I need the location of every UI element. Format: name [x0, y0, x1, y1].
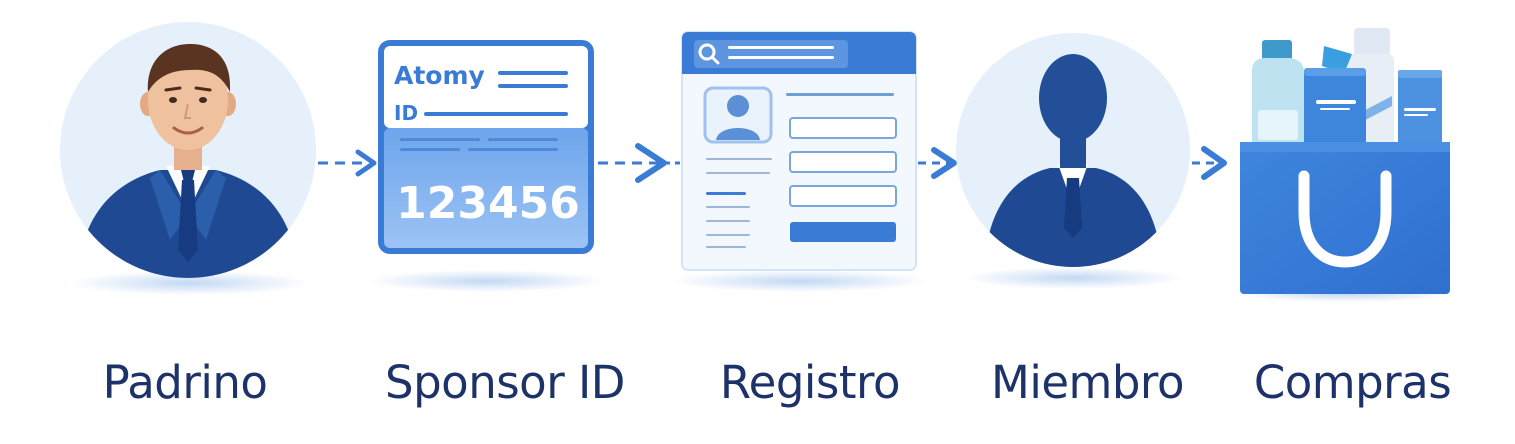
flow-arrow-3: [918, 147, 957, 179]
step-registro: [670, 31, 930, 292]
step-label-registro: Registro: [719, 356, 901, 409]
id-card-shadow: [367, 270, 607, 292]
id-card-brand: Atomy: [394, 61, 485, 90]
bag-handle-icon: [1298, 170, 1392, 268]
step-label-padrino: Padrino: [102, 356, 268, 409]
product-bottle-icon: [1252, 40, 1304, 150]
id-card-number: 123456: [396, 178, 580, 229]
id-card-icon: Atomy ID 123456: [378, 40, 594, 254]
step-padrino: [60, 22, 316, 295]
product-tube-icon: [1304, 46, 1366, 148]
product-box-icon: [1398, 70, 1442, 150]
flow-arrow-4: [1192, 146, 1227, 180]
step-label-compras: Compras: [1253, 356, 1452, 409]
step-sponsor-id: Atomy ID 123456: [367, 40, 607, 292]
step-compras: [1235, 28, 1455, 302]
member-shadow: [963, 267, 1183, 289]
search-icon: [698, 43, 720, 65]
step-miembro: [956, 33, 1190, 289]
flow-arrow-2: [598, 143, 680, 183]
id-card-id-label: ID: [394, 101, 418, 125]
avatar-icon: [703, 86, 773, 144]
shopping-bag-icon: [1240, 28, 1450, 294]
member-silhouette-icon: [984, 54, 1162, 267]
step-label-miembro: Miembro: [991, 356, 1184, 409]
flow-arrow-1: [318, 149, 377, 177]
sponsor-person-icon: [78, 44, 298, 278]
form-shadow: [670, 270, 930, 292]
registration-form-icon: [681, 31, 917, 271]
step-label-sponsor-id: Sponsor ID: [385, 356, 625, 409]
padrino-shadow: [70, 271, 310, 295]
